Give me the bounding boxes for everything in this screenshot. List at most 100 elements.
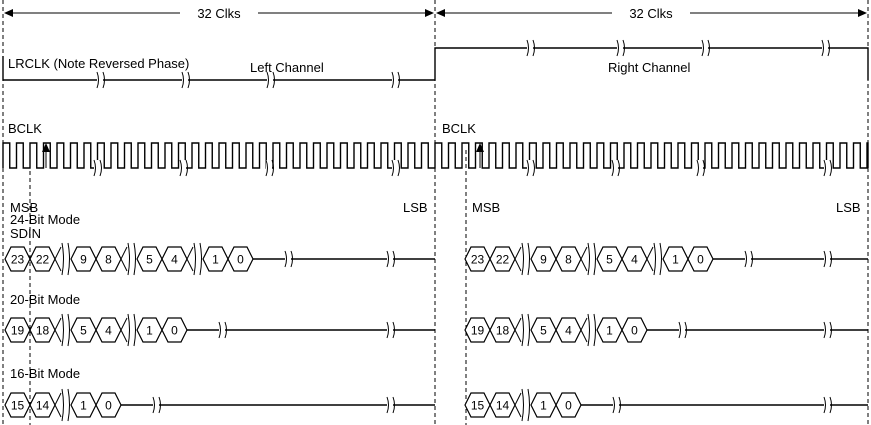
data-bit-label: 1	[540, 399, 547, 413]
data-bit-label: 23	[471, 253, 485, 267]
data-break-icon	[521, 388, 530, 422]
lrclk-break-icon	[526, 39, 535, 57]
data-bit-label: 0	[237, 253, 244, 267]
data-bit-label: 14	[496, 399, 510, 413]
data-break-icon	[61, 242, 70, 276]
data-bit-label: 9	[540, 253, 547, 267]
bclk-break-icon	[391, 159, 400, 177]
data-bit-label: 4	[565, 324, 572, 338]
idle-break-icon	[823, 321, 832, 339]
idle-break-icon	[218, 321, 227, 339]
left-mode-row: 15 14 1 0	[4, 388, 435, 422]
data-bit-label: 5	[80, 324, 87, 338]
bclk-break-icon	[93, 159, 102, 177]
lrclk-label: LRCLK (Note Reversed Phase)	[8, 56, 189, 71]
data-bit-label: 8	[565, 253, 572, 267]
data-bit-label: 23	[11, 253, 25, 267]
data-break-icon	[587, 242, 596, 276]
right-lsb-label: LSB	[836, 200, 861, 215]
bclk-break-icon	[179, 159, 188, 177]
data-break-icon	[521, 313, 530, 347]
lrclk-break-icon	[821, 39, 830, 57]
data-break-icon	[61, 388, 70, 422]
data-bit-label: 19	[11, 324, 25, 338]
right-mode-row: 15 14 1 0	[464, 388, 868, 422]
data-bit-label: 19	[471, 324, 485, 338]
data-bit-label: 1	[672, 253, 679, 267]
mode-20-label: 20-Bit Mode	[10, 292, 80, 307]
left-channel-label: Left Channel	[250, 60, 324, 75]
data-break-icon	[653, 242, 662, 276]
data-break-icon	[193, 242, 202, 276]
idle-break-icon	[284, 250, 293, 268]
mode-24-label: 24-Bit Mode	[10, 212, 80, 227]
lrclk-waveform	[2, 39, 869, 89]
data-bit-label: 5	[540, 324, 547, 338]
left-half-frame-label: 32 Clks	[197, 6, 241, 21]
data-bit-label: 9	[80, 253, 87, 267]
data-bit-label: 4	[171, 253, 178, 267]
idle-break-icon	[823, 396, 832, 414]
data-bit-label: 4	[105, 324, 112, 338]
data-bit-label: 0	[697, 253, 704, 267]
data-bit-label: 22	[496, 253, 510, 267]
data-break-icon	[587, 313, 596, 347]
left-mode-row: 23 22 9 8 5 4 1 0	[4, 242, 435, 276]
left-msb-label: MSB	[10, 200, 38, 215]
lrclk-break-icon	[96, 71, 105, 89]
idle-break-icon	[678, 321, 687, 339]
left-half-frame-arrow: 32 Clks	[4, 6, 434, 21]
data-bit-label: 0	[105, 399, 112, 413]
data-bit-label: 1	[606, 324, 613, 338]
data-bit-label: 0	[631, 324, 638, 338]
data-bit-label: 5	[606, 253, 613, 267]
idle-break-icon	[386, 250, 395, 268]
idle-break-icon	[152, 396, 161, 414]
right-half-frame-label: 32 Clks	[629, 6, 673, 21]
data-bit-label: 4	[631, 253, 638, 267]
right-channel-label: Right Channel	[608, 60, 690, 75]
left-bclk-sample-arrow	[42, 143, 50, 168]
data-bit-label: 1	[80, 399, 87, 413]
bclk-break-icon	[823, 159, 832, 177]
left-lsb-label: LSB	[403, 200, 428, 215]
right-mode-row: 19 18 5 4 1 0	[464, 313, 868, 347]
bclk-break-icon	[526, 159, 535, 177]
bclk-break-icon	[611, 159, 620, 177]
idle-break-icon	[744, 250, 753, 268]
lrclk-break-icon	[616, 39, 625, 57]
idle-break-icon	[386, 396, 395, 414]
lrclk-break-icon	[266, 71, 275, 89]
bclk-waveform	[2, 142, 869, 177]
right-half-frame-arrow: 32 Clks	[436, 6, 867, 21]
data-bit-label: 14	[36, 399, 50, 413]
right-msb-label: MSB	[472, 200, 500, 215]
sdin-label: SDIN	[10, 226, 41, 241]
data-bit-label: 5	[146, 253, 153, 267]
data-bit-label: 8	[105, 253, 112, 267]
data-bit-label: 1	[212, 253, 219, 267]
data-break-icon	[61, 313, 70, 347]
lrclk-break-icon	[391, 71, 400, 89]
data-bit-label: 22	[36, 253, 50, 267]
bclk-break-icon	[265, 159, 274, 177]
data-bit-label: 0	[565, 399, 572, 413]
data-bit-label: 1	[146, 324, 153, 338]
lrclk-break-icon	[701, 39, 710, 57]
right-mode-row: 23 22 9 8 5 4 1 0	[464, 242, 868, 276]
data-bit-label: 15	[471, 399, 485, 413]
idle-break-icon	[386, 321, 395, 339]
lrclk-break-icon	[181, 71, 190, 89]
mode-16-label: 16-Bit Mode	[10, 366, 80, 381]
right-bclk-sample-arrow	[476, 143, 484, 168]
left-bclk-label: BCLK	[8, 121, 42, 136]
data-break-icon	[127, 242, 136, 276]
idle-break-icon	[823, 250, 832, 268]
data-bit-label: 15	[11, 399, 25, 413]
data-bit-label: 18	[496, 324, 510, 338]
right-bclk-label: BCLK	[442, 121, 476, 136]
idle-break-icon	[612, 396, 621, 414]
